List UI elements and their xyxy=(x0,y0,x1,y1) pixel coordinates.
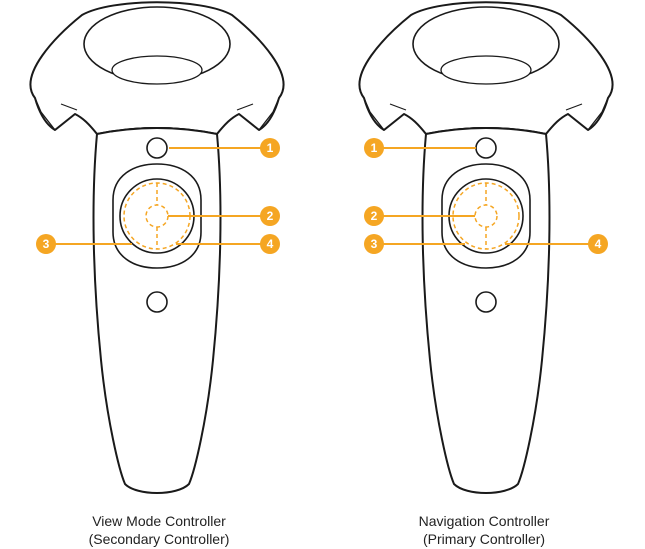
caption-subtitle: (Secondary Controller) xyxy=(88,531,230,547)
view-mode-controller xyxy=(29,1,285,494)
caption-title: Navigation Controller xyxy=(418,513,550,529)
view-mode-callout-3: 3 xyxy=(36,234,56,254)
navigation-callout-1: 1 xyxy=(364,138,384,158)
view-mode-callout-4: 4 xyxy=(260,234,280,254)
navigation-controller xyxy=(358,1,614,494)
caption-title: View Mode Controller xyxy=(92,513,226,529)
view-mode-callout-1: 1 xyxy=(260,138,280,158)
view-mode-caption: View Mode Controller (Secondary Controll… xyxy=(39,512,279,548)
callout-number: 2 xyxy=(371,209,378,223)
callout-number: 3 xyxy=(371,237,378,251)
navigation-callout-4: 4 xyxy=(588,234,608,254)
view-mode-callouts xyxy=(53,147,263,245)
caption-subtitle: (Primary Controller) xyxy=(422,531,546,547)
callout-number: 3 xyxy=(43,237,50,251)
callout-number: 4 xyxy=(595,237,602,251)
callout-number: 1 xyxy=(371,141,378,155)
navigation-callouts xyxy=(381,147,591,245)
callout-number: 4 xyxy=(267,237,274,251)
navigation-caption: Navigation Controller (Primary Controlle… xyxy=(364,512,604,548)
callout-number: 2 xyxy=(267,209,274,223)
callout-number: 1 xyxy=(267,141,274,155)
navigation-callout-3: 3 xyxy=(364,234,384,254)
view-mode-callout-2: 2 xyxy=(260,206,280,226)
navigation-callout-2: 2 xyxy=(364,206,384,226)
